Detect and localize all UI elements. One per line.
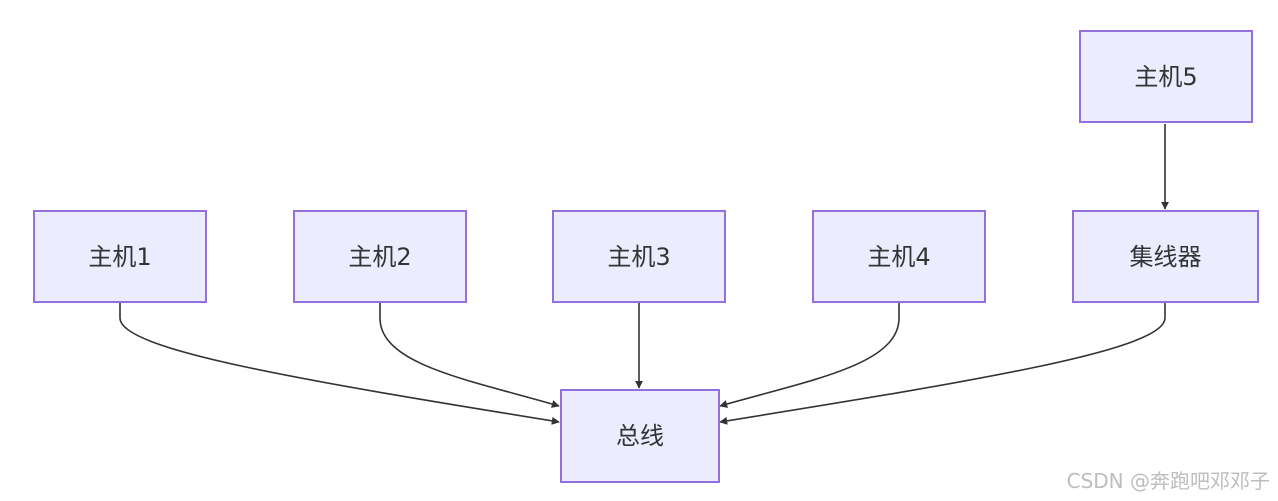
- node-host2: 主机2: [293, 210, 467, 303]
- node-host1: 主机1: [33, 210, 207, 303]
- node-host5-label: 主机5: [1134, 62, 1198, 91]
- node-host3: 主机3: [552, 210, 726, 303]
- node-hub: 集线器: [1072, 210, 1259, 303]
- edge-hub-to-bus: [719, 303, 1166, 425]
- node-host4: 主机4: [812, 210, 986, 303]
- node-host4-label: 主机4: [867, 242, 931, 271]
- edge-host4-to-bus: [719, 303, 900, 408]
- watermark: CSDN @奔跑吧邓邓子: [1066, 469, 1270, 493]
- edge-host2-to-bus: [379, 303, 560, 408]
- node-host2-label: 主机2: [348, 242, 412, 271]
- node-host1-label: 主机1: [88, 242, 152, 271]
- node-bus-label: 总线: [616, 422, 664, 450]
- node-host5: 主机5: [1079, 30, 1253, 123]
- edge-host1-to-bus: [119, 303, 560, 425]
- node-host3-label: 主机3: [607, 242, 671, 271]
- node-bus: 总线: [560, 389, 720, 483]
- node-hub-label: 集线器: [1129, 242, 1202, 271]
